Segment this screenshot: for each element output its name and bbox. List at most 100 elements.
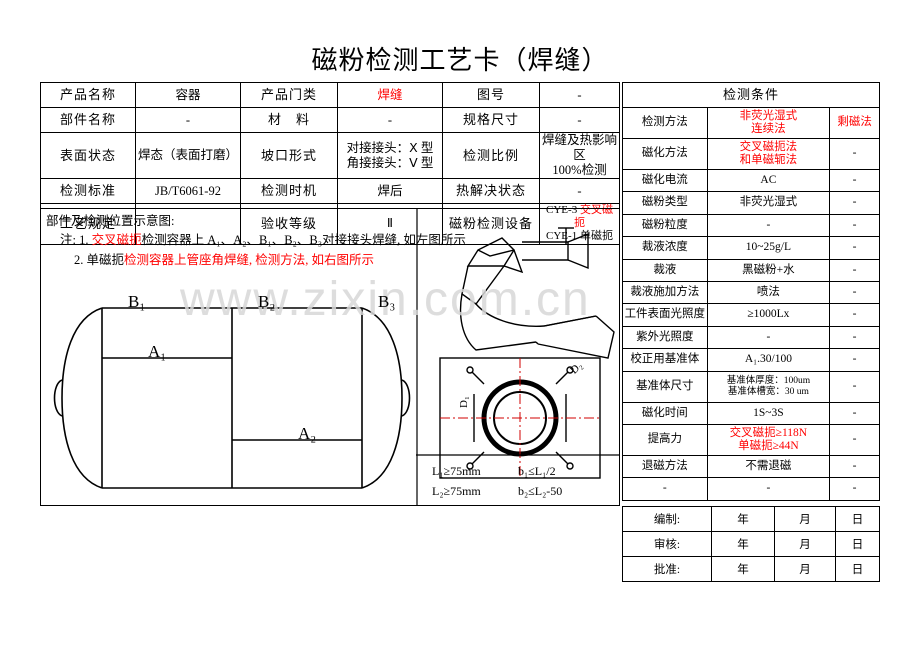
- cell-value-part-name: -: [135, 107, 241, 133]
- nozzle-pipe-end: [567, 232, 589, 270]
- cond-value-current: AC: [706, 168, 831, 193]
- table-row: 退磁方法 不需退磁 -: [622, 454, 880, 479]
- table-row: 校正用基准体 A₁.30/100 -: [622, 348, 880, 372]
- nozzle-yoke-leg2: [503, 249, 524, 274]
- cell-label-inspect-ratio: 检测比例: [442, 132, 540, 179]
- cond-extra-uv: -: [829, 325, 880, 350]
- cond-label-reference: 校正用基准体: [622, 348, 708, 372]
- cell-label-groove-type: 坡口形式: [240, 132, 338, 179]
- cond-value-illuminance: ≥1000Lx: [706, 303, 831, 327]
- section-point-1: [466, 366, 474, 374]
- cell-value-standard: JB/T6061-92: [135, 178, 241, 204]
- cond-extra-granularity: -: [829, 213, 880, 238]
- table-row: 裁液浓度 10~25g/L -: [622, 236, 880, 260]
- notes-line-2: 2. 单磁扼检测容器上管座角焊缝, 检测方法, 如右图所示: [74, 251, 606, 270]
- signoff-day-reviewed: 日: [835, 531, 880, 557]
- notes-line1-red: 交叉磁扼: [91, 233, 142, 248]
- cond-label-uv: 紫外光照度: [622, 325, 708, 350]
- cond-value-carrier: 黑磁粉+水: [706, 258, 831, 282]
- shell-curve-top: [475, 303, 597, 327]
- cond-extra-concentration: -: [829, 236, 880, 260]
- drawing-divider: [416, 208, 418, 506]
- notes-line-1: 注: 1. 交叉磁扼检测容器上 A₁、A₂、B₁、B₂、B₃对接接头焊缝, 如左…: [60, 231, 606, 250]
- dim-l2: L₂≥75mm: [432, 484, 481, 498]
- equipment-line2: CYE-1 单磁扼: [546, 230, 613, 243]
- cond-value-powder-type: 非荧光湿式: [706, 191, 831, 215]
- cell-value-product-class: 焊缝: [337, 82, 443, 108]
- table-row: - - -: [622, 477, 880, 501]
- cell-value-surface-state: 焊态（表面打磨）: [135, 132, 241, 179]
- vessel-left-nozzle: [53, 379, 63, 417]
- signoff-month-reviewed: 月: [774, 531, 836, 557]
- signoff-label-prepared: 编制:: [622, 506, 712, 532]
- cell-label-accept-level: 验收等级: [240, 203, 338, 245]
- cond-extra-reference: -: [829, 348, 880, 372]
- cell-label-product-class: 产品门类: [240, 82, 338, 108]
- dim-l1: L₁≥75mm: [432, 464, 481, 478]
- nozzle-yoke-leg: [461, 265, 505, 305]
- cond-label-current: 磁化电流: [622, 168, 708, 193]
- shell-curve-bottom: [459, 293, 537, 351]
- notes-line2-prefix: 2. 单磁扼: [74, 252, 125, 267]
- cond-value-blank: -: [706, 477, 831, 501]
- signoff-day-prepared: 日: [835, 506, 880, 532]
- shell-join: [535, 341, 539, 345]
- vessel-drawing: [53, 307, 411, 489]
- signoff-label-approved: 批准:: [622, 556, 712, 582]
- cond-value-reference-size: 基准体厚度：100um 基准体槽宽：30 um: [706, 370, 831, 403]
- cond-label-granularity: 磁粉粒度: [622, 213, 708, 238]
- cond-extra-magnetize: -: [829, 138, 880, 170]
- nozzle-detail-drawing: [439, 227, 615, 479]
- label-a1: A₁: [148, 342, 167, 361]
- cond-extra-demagnetize: -: [829, 454, 880, 479]
- cell-value-inspect-ratio: 焊缝及热影响区 100%检测: [539, 132, 620, 179]
- table-row: 表面状态 焊态（表面打磨） 坡口形式 对接接头：Ⅹ 型 角接接头：Ⅴ 型 检测比…: [40, 132, 620, 179]
- cond-extra-method: 剩磁法: [829, 107, 880, 139]
- table-row: 裁液施加方法 喷法 -: [622, 280, 880, 305]
- table-row: 工艺规定 验收等级 Ⅱ 磁粉检测设备 CYE-3 交叉磁扼 CYE-1 单磁扼: [40, 203, 620, 245]
- dim-b2: b₂≤L₂-50: [518, 484, 563, 498]
- table-row: 提高力 交叉磁扼≥118N 单磁扼≥44N -: [622, 423, 880, 456]
- nozzle-pipe: [522, 241, 569, 261]
- section-leader-2: [555, 371, 569, 385]
- table-row: 检测标准 JB/T6061-92 检测时机 焊后 热解决状态 -: [40, 178, 620, 204]
- cond-extra-illuminance: -: [829, 303, 880, 327]
- dim-b1: b₁≤L₁/2: [518, 464, 556, 478]
- cell-label-heat-state: 热解决状态: [442, 178, 540, 204]
- product-info-table: 产品名称 容器 产品门类 焊缝 图号 - 部件名称 - 材 料 - 规格尺寸 -…: [40, 82, 620, 245]
- conditions-header: 检测条件: [622, 82, 880, 108]
- inspection-conditions-table: 检测条件 检测方法 非荧光湿式 连续法 剩磁法 磁化方法 交叉磁扼法 和单磁轭法…: [622, 82, 880, 501]
- section-leader-3: [471, 451, 485, 465]
- drawing-divider-h: [416, 454, 620, 456]
- cell-label-surface-state: 表面状态: [40, 132, 136, 179]
- equipment-line1-red: 交叉磁扼: [574, 204, 613, 230]
- notes-block: 部件及检测位置示意图: 注: 1. 交叉磁扼检测容器上 A₁、A₂、B₁、B₂、…: [46, 212, 606, 270]
- cell-label-part-name: 部件名称: [40, 107, 136, 133]
- section-point-4: [566, 462, 574, 470]
- table-row: 磁粉粒度 - -: [622, 213, 880, 238]
- cond-extra-apply-method: -: [829, 280, 880, 305]
- signoff-year-prepared: 年: [711, 506, 775, 532]
- table-row: 基准体尺寸 基准体厚度：100um 基准体槽宽：30 um -: [622, 370, 880, 403]
- table-row: 工件表面光照度 ≥1000Lx -: [622, 303, 880, 327]
- cond-label-reference-size: 基准体尺寸: [622, 370, 708, 403]
- shell-flare: [537, 315, 615, 359]
- equipment-line1: CYE-3 交叉磁扼: [546, 204, 613, 230]
- notes-heading: 部件及检测位置示意图:: [46, 214, 175, 228]
- table-row: 磁粉类型 非荧光湿式 -: [622, 191, 880, 215]
- label-b1: B₁: [128, 292, 146, 311]
- cond-value-granularity: -: [706, 213, 831, 238]
- page-title: 磁粉检测工艺卡（焊缝）: [311, 46, 609, 75]
- table-row: 编制: 年 月 日: [622, 506, 880, 532]
- cond-label-illuminance: 工件表面光照度: [622, 303, 708, 327]
- cell-label-process-spec: 工艺规定: [40, 203, 136, 245]
- cell-value-timing: 焊后: [337, 178, 443, 204]
- vessel-left-head: [61, 307, 103, 489]
- vessel-right-nozzle: [401, 379, 411, 417]
- cell-value-groove-type: 对接接头：Ⅹ 型 角接接头：Ⅴ 型: [337, 132, 443, 179]
- table-row: 批准: 年 月 日: [622, 556, 880, 582]
- nozzle-yoke-body: [466, 237, 515, 267]
- cond-label-carrier: 裁液: [622, 258, 708, 282]
- cell-value-equipment: CYE-3 交叉磁扼 CYE-1 单磁扼: [539, 203, 620, 245]
